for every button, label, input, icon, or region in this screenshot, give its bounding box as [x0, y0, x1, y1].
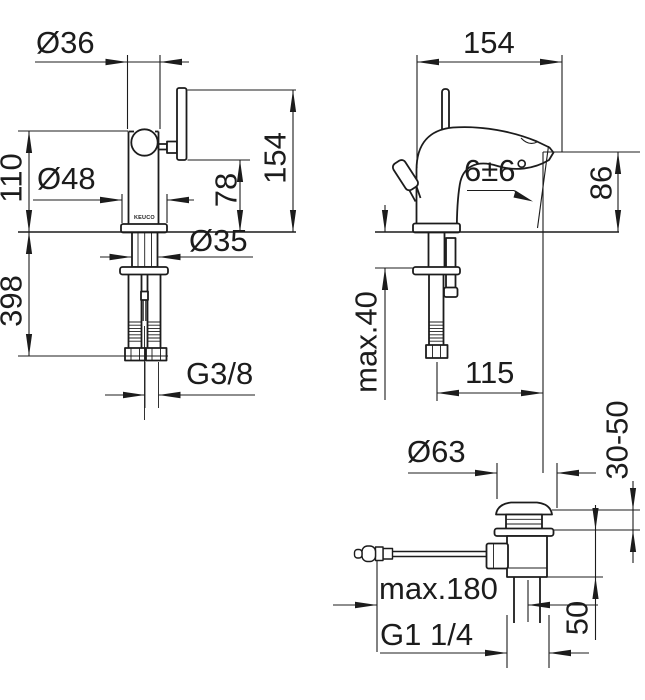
side-lever	[391, 159, 419, 192]
hose-nut-right	[145, 347, 168, 362]
aerator-notch	[520, 137, 538, 145]
popup-rod-front	[140, 290, 149, 301]
waste-body	[506, 535, 548, 578]
dim-label-dia48: Ø48	[37, 161, 96, 196]
side-view-faucet	[391, 88, 555, 359]
dim-label-115: 115	[465, 355, 515, 390]
pull-rod-knob	[361, 545, 377, 563]
dim-label-dia63: Ø63	[407, 434, 466, 469]
hose-braid-right	[147, 321, 161, 342]
hose-braid-left	[128, 321, 142, 342]
brand-logo: KEUCO	[134, 215, 155, 221]
rod-collar	[485, 542, 509, 570]
front-view-faucet	[119, 87, 188, 420]
hose-nut-left	[124, 347, 147, 362]
dim-label-g38: G3/8	[186, 356, 254, 391]
front-view-dimensions	[18, 55, 297, 408]
base-flange-front	[120, 223, 168, 234]
dim-label-g114: G1 1/4	[380, 617, 474, 652]
mounting-washer-front	[119, 266, 169, 276]
handle-pin-front	[157, 143, 168, 151]
handle-pin-side	[441, 88, 450, 133]
dim-label-110: 110	[0, 153, 29, 203]
dim-label-78: 78	[208, 172, 244, 208]
dim-label-max40: max.40	[348, 291, 384, 393]
dim-label-154-front: 154	[257, 132, 293, 184]
popup-rod-side	[445, 237, 457, 290]
dim-label-398: 398	[0, 275, 29, 327]
dim-label-3050: 30-50	[599, 400, 635, 480]
dim-label-dia36: Ø36	[36, 25, 95, 60]
dim-label-angle: 6±6°	[464, 153, 528, 188]
popup-waste-cap	[495, 501, 553, 516]
cartridge-cap-front	[130, 128, 159, 157]
handle-lever-front	[176, 87, 188, 161]
base-flange-side	[412, 222, 461, 234]
spray-angle-line	[536, 145, 550, 229]
hose-braid-side	[429, 321, 444, 342]
mounting-washer-side	[412, 266, 461, 276]
pull-rod-segment	[382, 547, 394, 560]
drain-assembly	[353, 501, 555, 623]
waste-flange	[493, 527, 555, 537]
dim-label-dia35: Ø35	[189, 223, 248, 258]
side-view-dimensions	[375, 55, 640, 473]
dim-label-50: 50	[559, 600, 595, 636]
drain-dimensions	[333, 463, 640, 668]
dim-label-154-side: 154	[463, 25, 515, 60]
dim-label-86: 86	[583, 165, 619, 201]
hose-nut-side	[425, 344, 449, 359]
dim-label-max180: max.180	[379, 571, 498, 606]
